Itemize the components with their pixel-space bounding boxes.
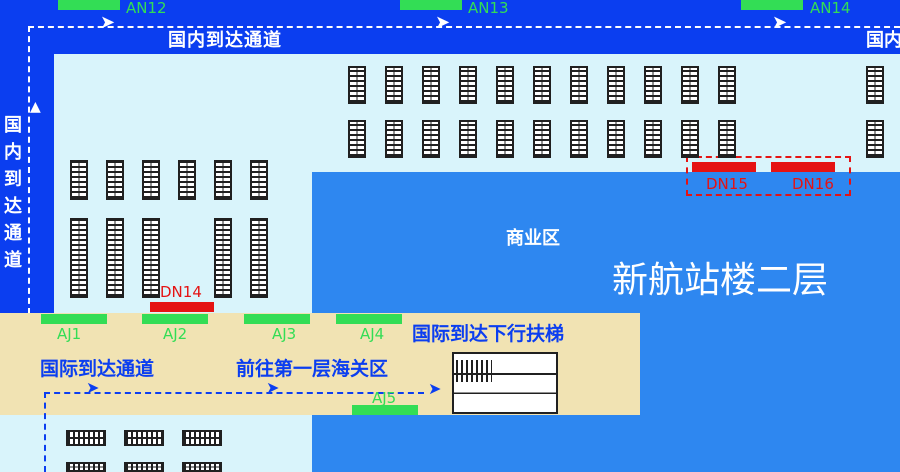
seat-block	[644, 120, 662, 158]
seat-block	[422, 120, 440, 158]
seat-block	[570, 66, 588, 104]
arrow-right-icon: ➤	[435, 12, 451, 33]
gate-aj3-label: AJ3	[272, 325, 297, 343]
seat-block	[570, 120, 588, 158]
gate-an12-bar	[58, 0, 120, 10]
gate-aj1-bar	[41, 314, 107, 324]
seat-block	[496, 120, 514, 158]
seat-block	[142, 160, 160, 200]
seat-block	[348, 120, 366, 158]
intl-route-line	[44, 392, 424, 472]
seat-block	[214, 160, 232, 200]
domestic-corridor-label-right: 国内	[866, 30, 900, 51]
arrow-right-icon: ➤	[772, 12, 788, 33]
gate-an14-bar	[741, 0, 803, 10]
gates-dn15-dn16-box	[686, 156, 851, 196]
domestic-route-line	[28, 26, 900, 314]
seat-block	[459, 66, 477, 104]
gate-dn14-label: DN14	[160, 283, 202, 301]
seat-block	[250, 160, 268, 200]
gate-an14-label: AN14	[810, 0, 851, 17]
gate-aj5-bar	[352, 405, 418, 415]
gate-dn14-bar	[150, 302, 214, 312]
seat-block	[124, 462, 164, 472]
intl-arrival-escalator-label: 国际到达下行扶梯	[412, 323, 565, 345]
gate-an13-label: AN13	[468, 0, 509, 17]
seat-block	[178, 160, 196, 200]
escalator	[452, 352, 558, 414]
seat-block	[70, 160, 88, 200]
arrow-up-icon: ▲	[30, 99, 41, 115]
gate-aj1-label: AJ1	[57, 325, 82, 343]
seat-block	[866, 66, 884, 104]
seat-block	[607, 66, 625, 104]
seat-block	[459, 120, 477, 158]
seat-block	[385, 66, 403, 104]
seat-block	[70, 218, 88, 298]
seat-block	[644, 66, 662, 104]
seat-block	[422, 66, 440, 104]
gate-dn16-bar	[771, 162, 835, 172]
gate-aj4-label: AJ4	[360, 325, 385, 343]
gate-an12-label: AN12	[126, 0, 167, 17]
seat-block	[66, 430, 106, 446]
gate-aj2-label: AJ2	[163, 325, 188, 343]
gate-dn15-bar	[692, 162, 756, 172]
seat-block	[106, 218, 124, 298]
seat-block	[533, 120, 551, 158]
seat-block	[718, 66, 736, 104]
gate-dn15-label: DN15	[706, 175, 748, 193]
arrow-right-icon: ➤	[86, 378, 100, 397]
arrow-right-icon: ➤	[266, 378, 280, 397]
seat-block	[142, 218, 160, 298]
seat-block	[681, 120, 699, 158]
seat-block	[385, 120, 403, 158]
seat-block	[533, 66, 551, 104]
arrow-right-icon: ➤	[428, 379, 442, 398]
commercial-area-label: 商业区	[506, 228, 560, 249]
seat-block	[106, 160, 124, 200]
gate-dn16-label: DN16	[792, 175, 834, 193]
customs-direction-label: 前往第一层海关区	[236, 358, 389, 380]
seat-block	[250, 218, 268, 298]
gate-aj4-bar	[336, 314, 402, 324]
gate-aj5-label: AJ5	[372, 389, 397, 407]
seat-block	[124, 430, 164, 446]
seat-block	[681, 66, 699, 104]
escalator-steps-icon	[456, 360, 492, 382]
domestic-vertical-label: 国内到达通道	[4, 115, 22, 271]
seat-block	[866, 120, 884, 158]
seat-block	[607, 120, 625, 158]
gate-an13-bar	[400, 0, 462, 10]
domestic-corridor-left	[0, 0, 54, 315]
gate-aj2-bar	[142, 314, 208, 324]
arrow-right-icon: ➤	[100, 12, 116, 33]
terminal-floor-label: 新航站楼二层	[612, 260, 829, 301]
seat-block	[496, 66, 514, 104]
seat-block	[348, 66, 366, 104]
seat-block	[66, 462, 106, 472]
intl-corridor-label: 国际到达通道	[40, 358, 155, 380]
domestic-corridor-label: 国内到达通道	[168, 30, 282, 51]
seat-block	[182, 462, 222, 472]
gate-aj3-bar	[244, 314, 310, 324]
seat-block	[718, 120, 736, 158]
seat-block	[214, 218, 232, 298]
seat-block	[182, 430, 222, 446]
